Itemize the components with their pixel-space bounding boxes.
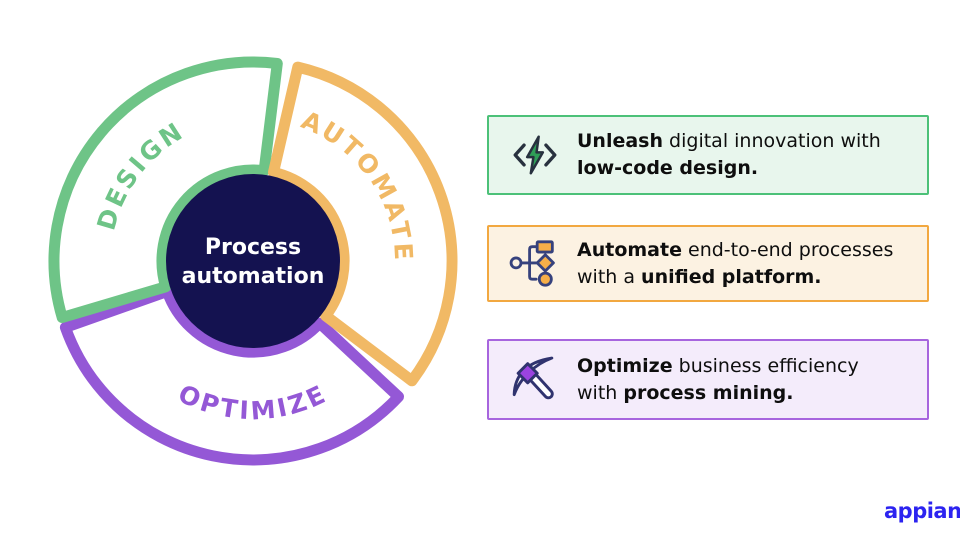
callout-automate-rest1: end-to-end processes [681, 238, 894, 261]
callout-design-bold-lead: Unleash [577, 130, 664, 152]
segment-design-arc [48, 56, 283, 323]
center-label-line2: automation [182, 264, 325, 289]
callout-automate: Automate end-to-end processes with a uni… [487, 225, 929, 302]
callout-design-rest1: digital innovation with [663, 130, 881, 152]
code-lightning-icon [505, 125, 565, 185]
callout-automate-rest2: with a [577, 265, 642, 288]
callout-design: Unleash digital innovation with low-code… [487, 115, 929, 195]
callout-optimize-rest1: business efficiency [672, 354, 859, 377]
process-cycle-diagram: DESIGN AUTOMATE OPTIMIZE Process automat… [48, 56, 458, 466]
segment-automate-arc [268, 61, 458, 387]
callout-design-text: Unleash digital innovation with low-code… [577, 128, 881, 182]
callout-automate-bold-lead: Automate [577, 238, 682, 261]
appian-logo: appian [884, 499, 960, 523]
callout-design-bold-tail: low-code design. [577, 157, 759, 179]
pickaxe-icon [505, 350, 565, 410]
center-circle [166, 174, 340, 348]
callout-optimize-bold-lead: Optimize [577, 354, 673, 377]
callout-optimize-bold-tail: process mining. [623, 381, 794, 404]
callout-automate-text: Automate end-to-end processes with a uni… [577, 237, 893, 291]
callout-optimize: Optimize business efficiency with proces… [487, 339, 929, 420]
callout-optimize-rest2: with [577, 381, 624, 404]
callout-automate-bold-tail: unified platform. [641, 265, 822, 288]
segment-optimize-arc [59, 285, 404, 466]
callout-optimize-text: Optimize business efficiency with proces… [577, 353, 859, 407]
center-label-line1: Process [205, 235, 301, 260]
workflow-icon [505, 234, 565, 294]
